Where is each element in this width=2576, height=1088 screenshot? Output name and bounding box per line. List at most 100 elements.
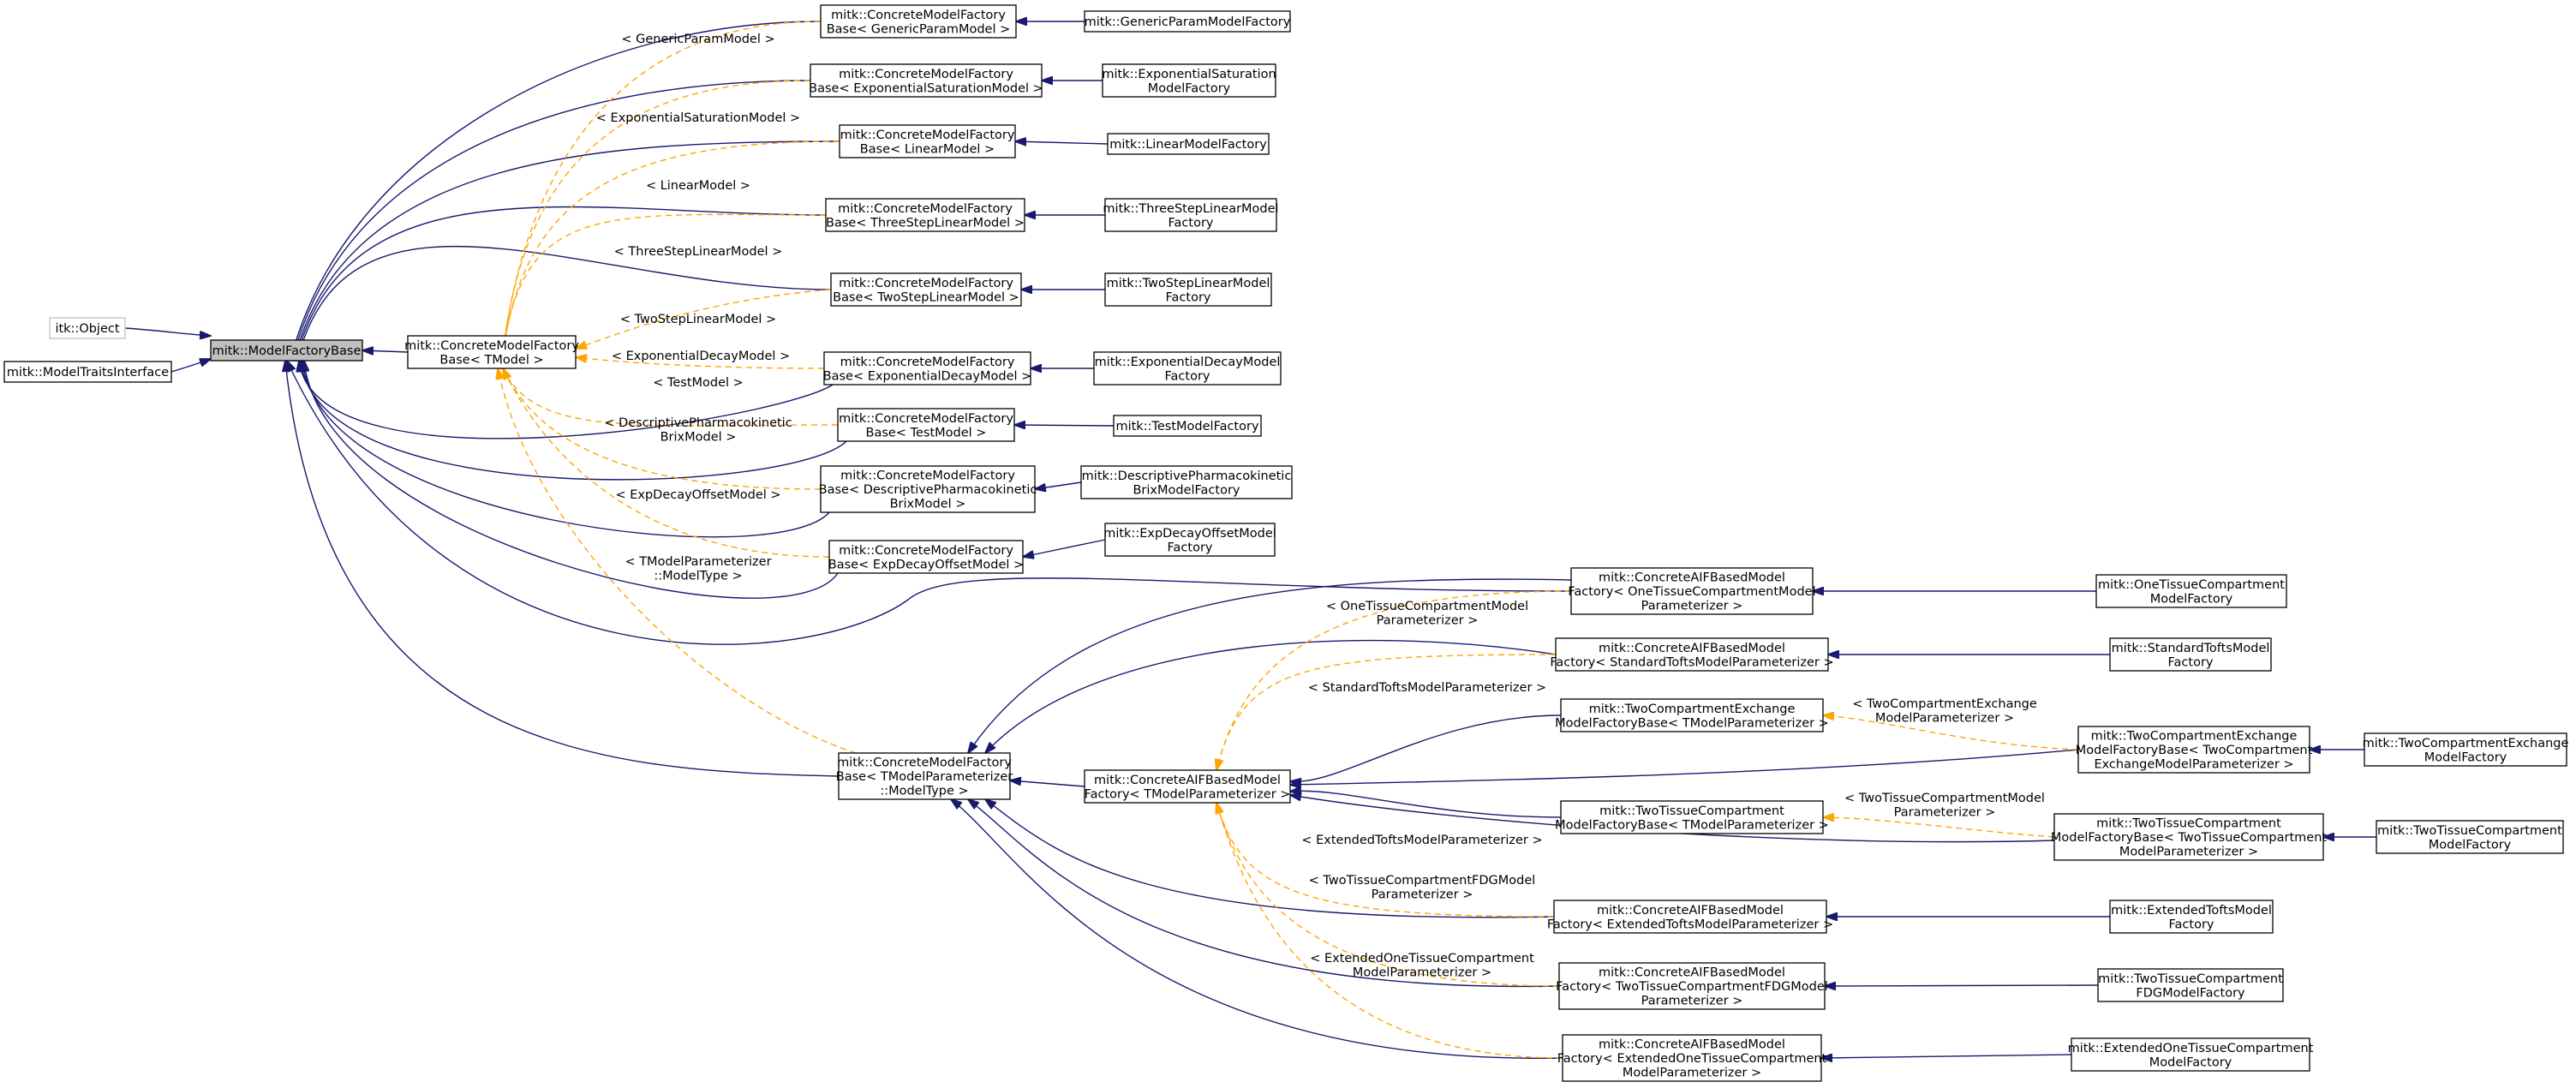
node-label: mitk::ExponentialDecayModel xyxy=(1095,356,1281,369)
node-label: Factory< ExtendedToftsModelParameterizer… xyxy=(1547,918,1833,931)
tpl-edge-onetissue xyxy=(1216,590,1572,770)
class-node-model-traits[interactable]: mitk::ModelTraitsInterface xyxy=(3,361,172,383)
node-label: mitk::GenericParamModelFactory xyxy=(1085,15,1291,29)
tpl-edge-generic xyxy=(501,21,822,368)
node-label: mitk::TwoCompartmentExchange xyxy=(1589,702,1796,716)
class-node-twotissue-base[interactable]: mitk::TwoTissueCompartmentModelFactoryBa… xyxy=(1555,800,1829,834)
class-node-twocomp-base[interactable]: mitk::TwoCompartmentExchangeModelFactory… xyxy=(1555,698,1829,732)
class-node-test-factory[interactable]: mitk::TestModelFactory xyxy=(1113,415,1262,437)
node-label: ModelParameterizer > xyxy=(2119,846,2258,859)
node-label: Factory< ExtendedOneTissueCompartment xyxy=(1557,1052,1827,1066)
tpl-edge-twotissue xyxy=(1823,817,2055,838)
template-arg-label-expdecay: < ExponentialDecayModel > xyxy=(612,350,790,363)
edge-itk-object-to-base xyxy=(124,327,211,336)
class-node-twocomp-spec[interactable]: mitk::TwoCompartmentExchangeModelFactory… xyxy=(2076,726,2313,774)
edge-aif-exttofts-to-modeltype xyxy=(985,799,1555,918)
node-label: BrixModel > xyxy=(890,498,966,511)
edge-extone-factory xyxy=(1821,1055,2072,1058)
node-box xyxy=(1084,10,1291,33)
edge-test-factory xyxy=(1014,425,1115,426)
node-box xyxy=(1102,63,1276,98)
node-label: Factory< TModelParameterizer > xyxy=(1085,787,1291,801)
node-box xyxy=(49,317,126,339)
class-node-generic-factory[interactable]: mitk::GenericParamModelFactory xyxy=(1084,10,1291,33)
node-label: itk::Object xyxy=(55,322,119,336)
node-label: FDGModelFactory xyxy=(2136,986,2245,1000)
node-box xyxy=(1555,637,1829,672)
class-node-twotissue-spec[interactable]: mitk::TwoTissueCompartmentModelFactoryBa… xyxy=(2051,813,2328,861)
node-label: mitk::ConcreteModelFactory xyxy=(839,412,1013,426)
node-box xyxy=(3,361,172,383)
edge-cmf-test-to-base xyxy=(301,361,847,481)
node-label: mitk::ConcreteAIFBasedModel xyxy=(1597,904,1784,918)
template-arg-label-brix: BrixModel > xyxy=(660,431,737,445)
node-label: Base< TModelParameterizer xyxy=(836,770,1013,784)
node-label: mitk::TwoTissueCompartment xyxy=(2098,972,2283,986)
class-node-brix-factory[interactable]: mitk::DescriptivePharmacokineticBrixMode… xyxy=(1080,465,1293,499)
node-label: ModelFactoryBase< TwoCompartment xyxy=(2076,744,2313,757)
node-label: mitk::ConcreteModelFactory xyxy=(837,756,1012,770)
node-box xyxy=(828,540,1024,574)
node-box xyxy=(2077,726,2310,774)
node-label: mitk::TwoTissueCompartment xyxy=(2096,817,2281,831)
tpl-edge-modeltype xyxy=(498,368,857,754)
node-label: ExchangeModelParameterizer > xyxy=(2094,758,2293,772)
node-label: mitk::TwoStepLinearModel xyxy=(1107,277,1270,290)
node-label: mitk::OneTissueCompartment xyxy=(2098,578,2285,592)
class-node-extone-factory[interactable]: mitk::ExtendedOneTissueCompartmentModelF… xyxy=(2068,1037,2314,1072)
template-arg-label-test: < TestModel > xyxy=(653,376,744,390)
node-label: Parameterizer > xyxy=(1641,995,1743,1008)
template-arg-label-modeltype: ::ModelType > xyxy=(654,570,742,583)
edge-aif-tparam-to-modeltype xyxy=(1010,780,1085,787)
template-arg-label-generic: < GenericParamModel > xyxy=(621,33,774,46)
template-arg-label-fdg: Parameterizer > xyxy=(1372,888,1473,902)
node-box xyxy=(838,752,1011,800)
template-arg-label-extone: < ExtendedOneTissueCompartment xyxy=(1310,952,1534,965)
node-box xyxy=(1558,962,1826,1010)
template-arg-label-exttofts: < ExtendedToftsModelParameterizer > xyxy=(1301,834,1542,847)
class-node-itk-object[interactable]: itk::Object xyxy=(49,317,126,339)
node-label: ModelFactoryBase< TModelParameterizer > xyxy=(1555,716,1829,730)
node-box xyxy=(1104,198,1277,232)
node-label: mitk::ConcreteAIFBasedModel xyxy=(1094,774,1281,787)
tpl-edge-brix xyxy=(503,368,822,490)
class-node-linear-factory[interactable]: mitk::LinearModelFactory xyxy=(1107,133,1270,155)
node-label: mitk::ConcreteModelFactory xyxy=(404,339,579,353)
node-label: mitk::ExponentialSaturation xyxy=(1102,68,1276,81)
node-box xyxy=(1104,523,1276,557)
class-node-model-factory-base[interactable]: mitk::ModelFactoryBase xyxy=(210,339,363,362)
class-node-fdg-factory[interactable]: mitk::TwoTissueCompartmentFDGModelFactor… xyxy=(2097,968,2284,1002)
node-label: ModelFactory xyxy=(2149,1055,2232,1069)
node-label: Base< ExponentialSaturationModel > xyxy=(809,81,1043,95)
node-label: mitk::ConcreteAIFBasedModel xyxy=(1599,642,1785,655)
node-label: BrixModelFactory xyxy=(1133,483,1240,497)
node-box xyxy=(2053,813,2324,861)
